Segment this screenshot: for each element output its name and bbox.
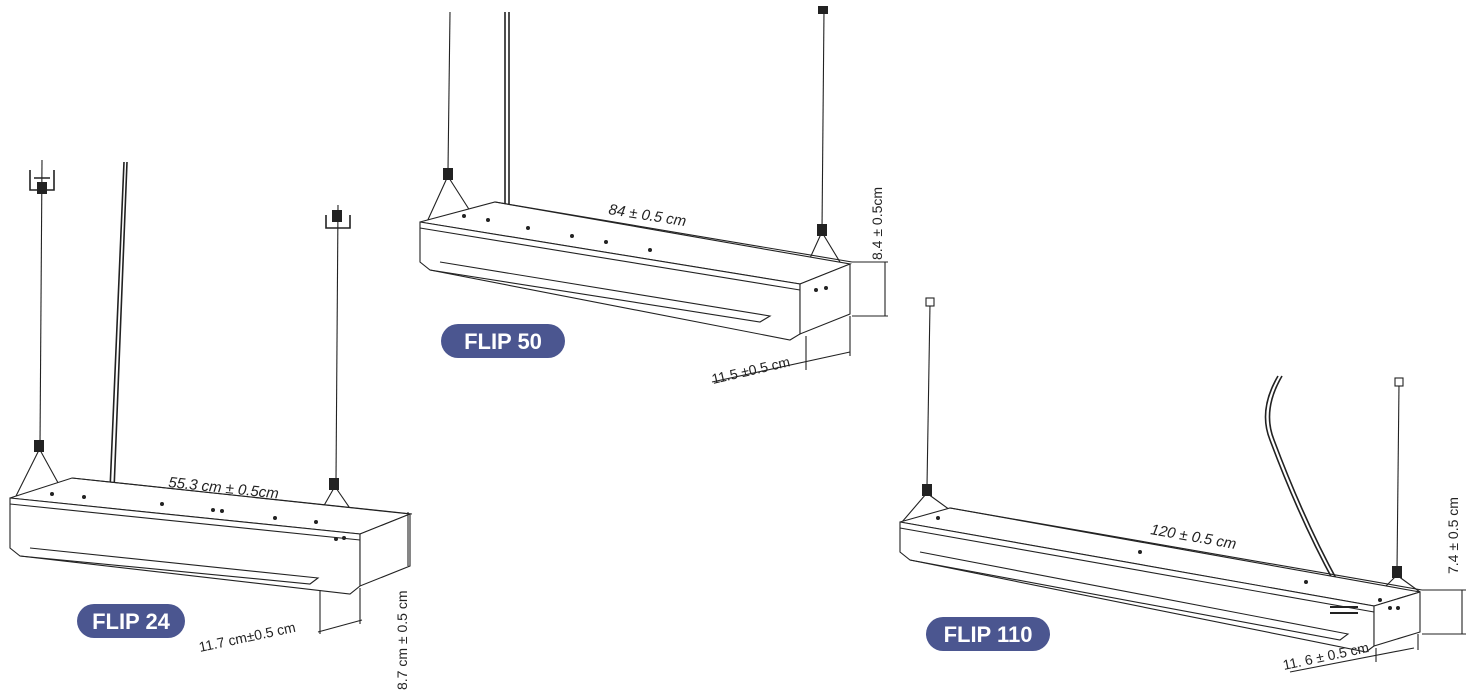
flip50-luminaire [419, 6, 888, 383]
flip24-edge-line [9, 503, 361, 541]
flip24-holes [50, 492, 346, 541]
flip110-wire-right [1396, 383, 1400, 571]
flip110-sling-left [901, 493, 951, 523]
flip50-length-line [494, 201, 853, 263]
flip110-vent [1330, 606, 1358, 614]
flip110-width-line [1289, 647, 1415, 673]
flip110-luminaire [899, 297, 1466, 673]
flip24-cable [109, 161, 128, 491]
flip110-height-label: 7.4 ± 0.5 cm [1445, 497, 1461, 574]
flip24-luminaire [9, 159, 413, 634]
flip24-body-end [359, 513, 411, 587]
flip110-body-end [1373, 591, 1421, 647]
flip24-grip-left [34, 440, 44, 452]
flip50-sling-left [425, 177, 473, 225]
flip110-grip-right [1392, 566, 1402, 578]
flip110-cable [1264, 375, 1339, 583]
flip50-height-label: 8.4 ± 0.5cm [869, 187, 885, 260]
flip110-holes [936, 516, 1400, 610]
flip24-height-label: 8.7 cm ± 0.5 cm [394, 591, 410, 691]
flip50-diffuser [429, 261, 772, 323]
flip50-holes [462, 214, 828, 292]
flip50-edge-line [419, 227, 801, 291]
flip24-badge: FLIP 24 [77, 604, 185, 638]
flip24-bracket-right-knob [332, 210, 342, 222]
flip24-diffuser [19, 547, 320, 585]
flip110-grip-left [922, 484, 932, 496]
flip110-top-left-knob [925, 297, 935, 307]
flip24-width-label: 11.7 cm±0.5 cm [197, 619, 297, 655]
flip110-wire-left [926, 303, 931, 487]
flip50-width-line [711, 351, 851, 383]
flip110-badge: FLIP 110 [926, 617, 1050, 651]
flip24-badge-label: FLIP 24 [92, 609, 171, 634]
flip24-wire-right [335, 204, 339, 481]
flip24-wire-left [39, 159, 43, 446]
flip24-grip-right [329, 478, 339, 490]
flip50-badge-label: FLIP 50 [464, 329, 542, 354]
flip50-cable [504, 12, 510, 210]
flip50-badge: FLIP 50 [441, 324, 565, 358]
flip24-bracket-left-knob [37, 182, 47, 194]
flip50-body-end [799, 263, 851, 335]
flip110-edge-line [899, 527, 1375, 613]
flip24-length-line [71, 477, 413, 515]
flip110-diffuser [909, 551, 1350, 641]
flip50-grip-right [817, 224, 827, 236]
flip110-badge-label: FLIP 110 [944, 622, 1033, 647]
flip50-wire-left [447, 11, 451, 171]
flip50-grip-left [443, 168, 453, 180]
flip50-width-label: 11.5 ±0.5 cm [710, 353, 791, 387]
flip110-length-line [949, 507, 1423, 591]
flip50-wire-right [821, 9, 825, 231]
flip110-top-right-knob [1394, 377, 1404, 387]
flip24-width-line [317, 619, 363, 633]
flip50-top-knob [818, 6, 828, 14]
flip24-bracket-right [325, 215, 351, 229]
